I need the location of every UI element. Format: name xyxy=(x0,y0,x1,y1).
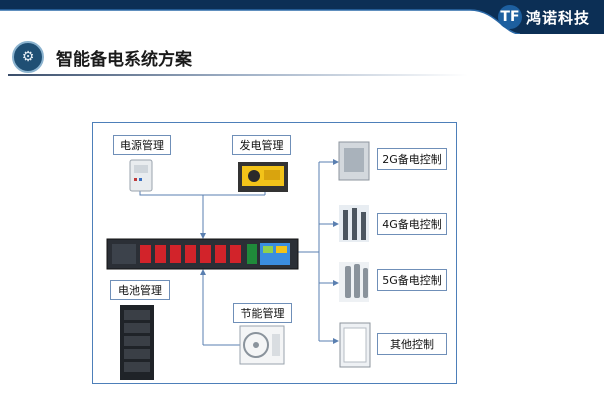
bottom-connector xyxy=(200,269,240,346)
ctrl-4g-label: 4G备电控制 xyxy=(377,213,447,235)
cabinet-icon xyxy=(339,322,371,368)
tower-2g-icon xyxy=(338,141,370,181)
battery-rack-icon xyxy=(120,305,154,380)
brand-mark-icon: TF xyxy=(497,5,522,29)
title-row: ⚙ 智能备电系统方案 xyxy=(12,41,192,73)
power-management-label: 电源管理 xyxy=(113,135,171,155)
ctrl-5g-label: 5G备电控制 xyxy=(377,269,447,291)
emblem-icon: ⚙ xyxy=(12,41,44,73)
battery-management-label: 电池管理 xyxy=(110,280,170,300)
page-title: 智能备电系统方案 xyxy=(56,49,192,70)
brand-logo: TF 鸿诺科技 xyxy=(497,4,590,30)
air-conditioner-icon xyxy=(239,325,285,365)
energy-management-label: 节能管理 xyxy=(233,303,292,323)
tower-5g-icon xyxy=(339,262,369,302)
controller-unit-icon xyxy=(106,238,299,270)
power-meter-icon xyxy=(129,159,153,192)
ctrl-other-label: 其他控制 xyxy=(377,333,447,355)
tower-4g-icon xyxy=(339,205,369,242)
ctrl-2g-label: 2G备电控制 xyxy=(377,148,447,170)
title-underline xyxy=(8,74,468,76)
brand-name: 鸿诺科技 xyxy=(525,8,590,27)
diagram-frame xyxy=(92,122,457,384)
generator-icon xyxy=(238,162,288,192)
output-connector xyxy=(298,159,339,344)
header-band xyxy=(0,0,604,34)
generator-management-label: 发电管理 xyxy=(232,135,291,155)
